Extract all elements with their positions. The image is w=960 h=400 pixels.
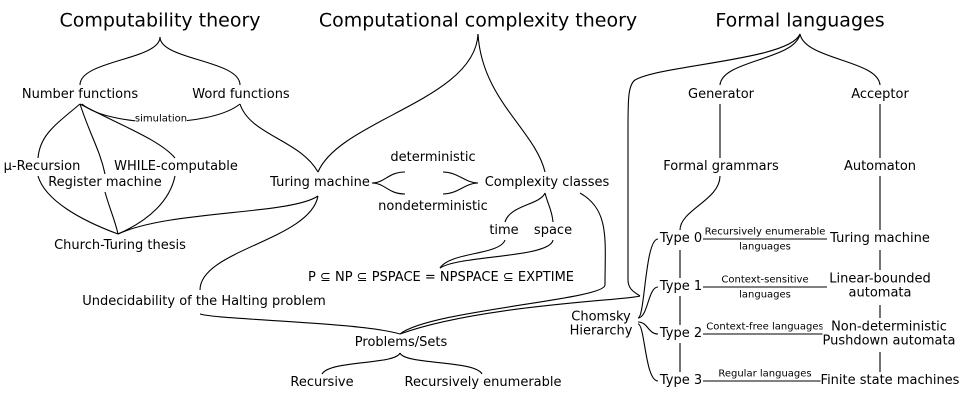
node-time: time <box>489 222 519 239</box>
node-turing-machine: Turing machine <box>270 174 370 191</box>
node-recursive: Recursive <box>290 374 354 390</box>
type-2-machine-line-2: Pushdown automata <box>822 334 956 349</box>
node-type-1-machine: Linear-bounded automata <box>829 271 931 302</box>
node-type-2: Type 2 <box>659 325 703 342</box>
edge-classes-to-space <box>544 192 554 223</box>
edge-chomsky-to-problems <box>399 295 641 335</box>
edge-classes-nondeterministic <box>442 182 479 195</box>
heading-formal-languages: Formal languages <box>715 9 885 32</box>
edge-turing-nondeterministic <box>371 182 406 195</box>
edge-chomsky-to-type3 <box>637 323 659 382</box>
edge-formal-to-generator <box>719 33 801 86</box>
node-mu-recursion: μ-Recursion <box>3 158 81 175</box>
node-space: space <box>533 222 573 239</box>
label-simulation: simulation <box>134 113 188 125</box>
edge-computability-to-number-functions <box>79 36 161 86</box>
label-type-1-language-line-2: languages <box>739 289 791 301</box>
edge-grammars-to-type0 <box>679 175 721 231</box>
label-type-0-language-line-2: languages <box>739 241 791 253</box>
node-generator: Generator <box>687 86 755 103</box>
node-chomsky-hierarchy: Chomsky Hierarchy <box>569 309 633 340</box>
node-type-1: Type 1 <box>659 278 703 295</box>
edge-while-to-church <box>117 175 176 235</box>
edge-complexity-to-classes <box>477 33 546 173</box>
node-register-machine: Register machine <box>48 174 162 191</box>
edge-turing-deterministic <box>371 171 406 184</box>
label-nondeterministic: nondeterministic <box>378 198 488 214</box>
node-type-3: Type 3 <box>659 372 703 389</box>
node-type-0: Type 0 <box>659 230 703 247</box>
edge-classes-to-time <box>504 192 546 223</box>
edge-mu-recursion-to-church <box>37 175 119 235</box>
node-type-3-machine: Finite state machines <box>820 372 960 389</box>
node-recursively-enumerable: Recursively enumerable <box>404 374 562 390</box>
label-type-0-language-line-1: Recursively enumerable <box>704 226 826 238</box>
edge-formal-to-chomsky <box>627 33 801 297</box>
node-type-2-machine: Non-deterministic Pushdown automata <box>822 319 956 350</box>
edge-turing-to-halting <box>199 195 319 291</box>
node-automaton: Automaton <box>843 158 917 175</box>
edge-turing-to-church <box>117 195 319 235</box>
heading-computability-theory: Computability theory <box>59 9 261 32</box>
edge-register-to-church <box>104 191 119 235</box>
edge-number-to-while <box>79 103 176 159</box>
node-complexity-hierarchy: P ⊆ NP ⊆ PSPACE = NPSPACE ⊆ EXPTIME <box>307 269 575 286</box>
edge-chomsky-to-type0 <box>637 238 659 319</box>
node-church-turing-thesis: Church-Turing thesis <box>54 237 186 254</box>
node-acceptor: Acceptor <box>851 86 909 103</box>
type-1-machine-line-1: Linear-bounded <box>829 271 931 287</box>
type-1-machine-line-2: automata <box>848 286 912 301</box>
node-complexity-classes: Complexity classes <box>484 174 610 191</box>
type-2-machine-line-1: Non-deterministic <box>831 319 947 335</box>
edge-problems-to-recursive <box>321 352 401 375</box>
edge-number-to-register-machine <box>79 103 106 175</box>
label-deterministic: deterministic <box>390 149 476 165</box>
heading-computational-complexity-theory: Computational complexity theory <box>318 9 638 32</box>
edge-halting-to-problems <box>199 313 401 335</box>
edge-chomsky-to-type2 <box>637 321 659 335</box>
node-type-0-machine: Turing machine <box>830 230 930 247</box>
node-word-functions: Word functions <box>192 86 290 103</box>
label-type-1-language-line-1: Context-sensitive <box>721 274 809 286</box>
node-problems-sets: Problems/Sets <box>354 334 448 351</box>
edge-number-to-mu-recursion <box>37 103 81 159</box>
edge-word-to-turing <box>239 103 319 173</box>
label-type-3-language: Regular languages <box>718 368 812 380</box>
edge-complexity-to-turing <box>317 33 479 173</box>
edge-formal-to-acceptor <box>799 33 881 86</box>
edge-classes-deterministic <box>442 171 479 184</box>
node-number-functions: Number functions <box>21 86 139 103</box>
label-type-2-language: Context-free languages <box>706 321 824 333</box>
node-formal-grammars: Formal grammars <box>663 158 779 175</box>
edge-problems-to-re <box>399 352 483 375</box>
node-halting-problem: Undecidability of the Halting problem <box>82 293 326 310</box>
chomsky-line-2: Hierarchy <box>569 324 633 339</box>
edge-chomsky-to-type1 <box>637 286 659 319</box>
node-while-computable: WHILE-computable <box>114 158 238 175</box>
edge-time-to-hierarchy <box>439 239 506 269</box>
chomsky-line-1: Chomsky <box>571 309 631 325</box>
edge-computability-to-word-functions <box>159 36 241 86</box>
edge-space-to-hierarchy <box>439 239 554 269</box>
edge-classes-to-problems <box>399 192 606 335</box>
